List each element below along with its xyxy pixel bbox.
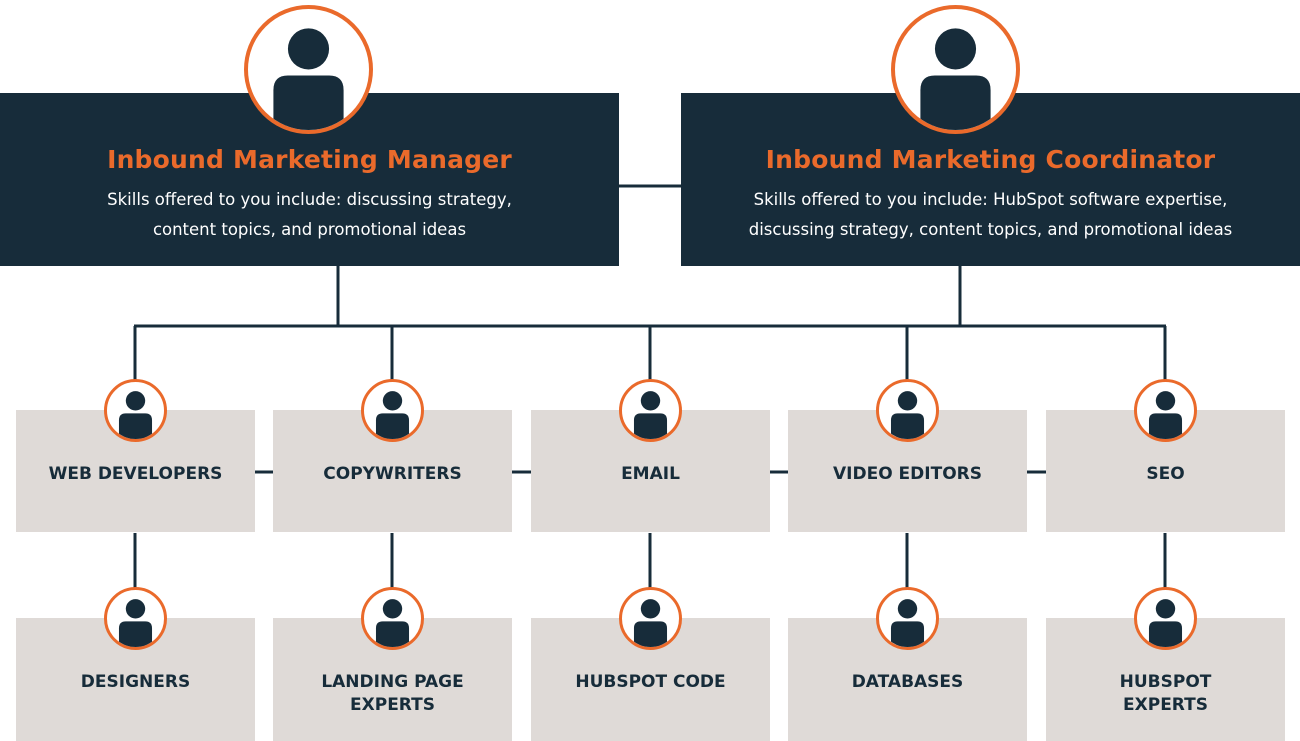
manager-description-line1: Skills offered to you include: discussin… [107, 190, 512, 209]
person-icon [891, 5, 1020, 134]
person-icon [244, 5, 373, 134]
team-label-databases-line1: DATABASES [851, 672, 964, 692]
team-label-seo: SEO [1146, 464, 1185, 484]
manager-box: Inbound Marketing Manager Skills offered… [0, 93, 619, 266]
person-icon [876, 379, 939, 442]
person-icon [876, 587, 939, 650]
team-label-landing-page-experts: LANDING PAGE EXPERTS [277, 671, 508, 717]
team-label-landing-page-experts-line1: LANDING PAGE [321, 672, 464, 692]
team-box-copywriters: COPYWRITERS [273, 410, 512, 532]
team-label-hubspot-experts: HUBSPOT EXPERTS [1050, 671, 1281, 717]
team-label-web-developers: WEB DEVELOPERS [48, 464, 223, 484]
coordinator-title: Inbound Marketing Coordinator [765, 145, 1216, 174]
team-label-designers-line1: DESIGNERS [80, 672, 191, 692]
person-icon [104, 587, 167, 650]
team-label-landing-page-experts-line2: EXPERTS [350, 695, 435, 715]
team-label-email: EMAIL [621, 464, 680, 484]
person-icon [104, 379, 167, 442]
coordinator-description: Skills offered to you include: HubSpot s… [693, 185, 1288, 245]
team-label-hubspot-experts-line1: HUBSPOT [1119, 672, 1212, 692]
person-icon [619, 587, 682, 650]
coordinator-description-line1: Skills offered to you include: HubSpot s… [753, 190, 1228, 209]
manager-description-line2: content topics, and promotional ideas [152, 220, 467, 239]
team-box-hubspot-experts: HUBSPOT EXPERTS [1046, 618, 1285, 741]
person-icon [361, 379, 424, 442]
team-box-landing-page-experts: LANDING PAGE EXPERTS [273, 618, 512, 741]
team-label-video-editors: VIDEO EDITORS [832, 464, 982, 484]
person-icon [361, 587, 424, 650]
team-label-designers: DESIGNERS [20, 671, 251, 694]
team-label-databases: DATABASES [792, 671, 1023, 694]
person-icon [1134, 379, 1197, 442]
team-label-hubspot-code-line1: HUBSPOT CODE [575, 672, 726, 692]
manager-title: Inbound Marketing Manager [107, 145, 512, 174]
team-label-hubspot-experts-line2: EXPERTS [1123, 695, 1208, 715]
coordinator-description-line2: discussing strategy, content topics, and… [748, 220, 1233, 239]
team-label-copywriters: COPYWRITERS [323, 464, 462, 484]
person-icon [619, 379, 682, 442]
manager-description: Skills offered to you include: discussin… [12, 185, 607, 245]
person-icon [1134, 587, 1197, 650]
team-label-hubspot-code: HUBSPOT CODE [535, 671, 766, 694]
